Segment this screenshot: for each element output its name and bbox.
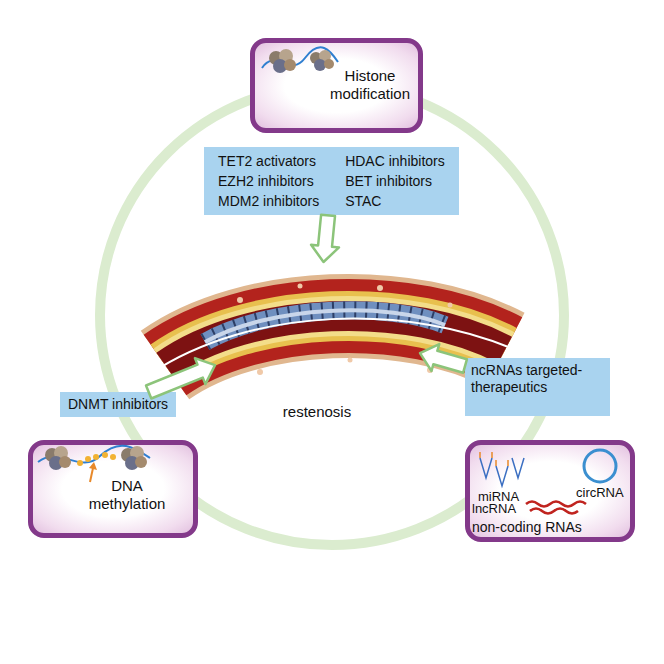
therapy-label: MDM2 inhibitors [218,193,319,210]
category-box: Histone modification [250,38,423,133]
nucleosome-icon [262,47,338,73]
node-label: non-coding RNAs [472,519,582,536]
node-label: lncRNA [472,501,516,517]
therapy-label: EZH2 inhibitors [218,173,319,190]
therapy-label: ncRNAs targeted-therapeutics [471,362,604,396]
artery-node: restenosis [215,262,420,385]
therapy-label: BET inhibitors [345,173,445,190]
therapy-label: TET2 activators [218,153,319,170]
therapy-box: ncRNAs targeted-therapeutics [465,358,610,416]
therapy-box: DNMT inhibitors [60,392,176,417]
node-label: restenosis [257,403,377,421]
therapy-label: STAC [345,193,445,210]
category-box: miRNAcircRNAlncRNAnon-coding RNAs [465,440,635,542]
ncrna-icon [480,450,616,514]
node-label: DNA methylation [81,477,173,513]
category-box: DNA methylation [28,440,198,538]
block-arrow [311,215,339,262]
therapy-label: DNMT inhibitors [68,396,168,413]
node-label: Histone modification [325,67,415,103]
therapy-label: HDAC inhibitors [345,153,445,170]
methylation-icon [38,446,150,482]
therapy-box: TET2 activators HDAC inhibitorsEZH2 inhib… [204,147,459,215]
block-arrow [420,344,467,373]
node-label: circRNA [576,485,624,501]
block-arrow [146,358,215,398]
